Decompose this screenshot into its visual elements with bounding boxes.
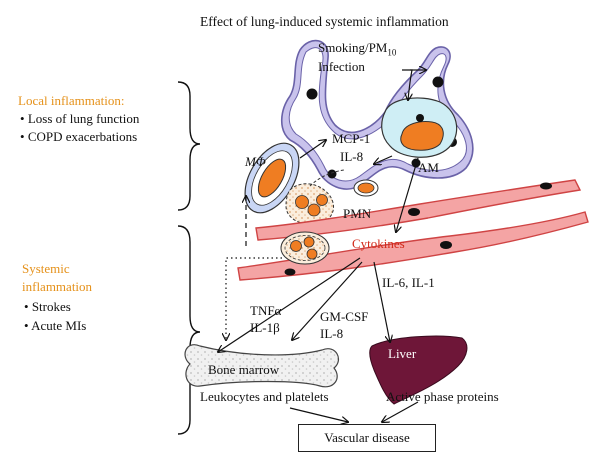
bone-marrow-shape [184, 344, 339, 388]
airway-nucleus [327, 169, 337, 179]
macrophage-label: MΦ [245, 154, 266, 169]
local-brace [177, 81, 201, 211]
il6-label: IL-6, IL-1 [382, 275, 435, 290]
liver-label: Liver [388, 346, 417, 361]
local-item: • Loss of lung function [20, 111, 140, 126]
cytokines-label: Cytokines [352, 236, 405, 251]
smoking-label: Smoking/PM10 [318, 40, 397, 58]
systemic-heading-line2: inflammation [22, 279, 93, 294]
circulating-pmn [280, 231, 330, 265]
systemic-brace [177, 225, 201, 435]
airway-nucleus [306, 88, 318, 100]
systemic-heading-line1: Systemic [22, 261, 70, 276]
gmcsf-label: GM-CSF [320, 309, 369, 324]
diagram-title: Effect of lung-induced systemic inflamma… [200, 14, 449, 29]
bone-marrow-label: Bone marrow [208, 362, 280, 377]
leukocytes-label: Leukocytes and platelets [200, 389, 329, 404]
active-phase-label: Active phase proteins [386, 389, 499, 404]
tnf-label: TNFα [250, 303, 282, 318]
il8-label: IL-8 [340, 149, 364, 164]
infection-label: Infection [318, 59, 365, 74]
il1b-label: IL-1β [250, 320, 280, 335]
am-label: AM [418, 160, 439, 175]
macrophage-cell [244, 142, 300, 214]
pmn-cell [285, 183, 334, 225]
il8-systemic-label: IL-8 [320, 326, 344, 341]
systemic-item: • Acute MIs [24, 318, 87, 333]
airway-nucleus [432, 76, 444, 88]
local-heading: Local inflammation: [18, 93, 125, 108]
liver-shape [369, 335, 468, 405]
local-item: • COPD exacerbations [20, 129, 138, 144]
mcp1-label: MCP-1 [332, 131, 371, 146]
systemic-item: • Strokes [24, 299, 71, 314]
vessel-lower [237, 211, 589, 281]
vascular-disease-box: Vascular disease [298, 424, 436, 452]
vascular-disease-label: Vascular disease [324, 430, 410, 445]
pmn-label: PMN [343, 206, 372, 221]
